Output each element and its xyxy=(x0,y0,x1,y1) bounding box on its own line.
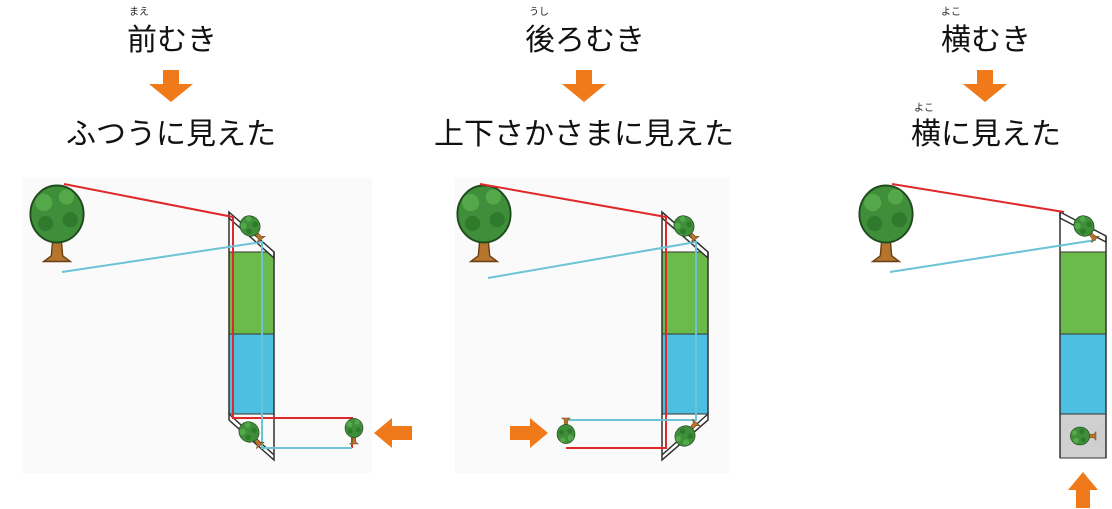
heading-side: 横むき xyxy=(941,23,1031,58)
heading-front: 前むき xyxy=(127,23,217,58)
result-back: 上下さかさまに見えた xyxy=(434,117,734,152)
diagram-front xyxy=(22,178,412,473)
viewer-arrow-right-icon xyxy=(510,418,548,448)
down-arrow-icon xyxy=(562,70,606,102)
heading-ruby-back: うし xyxy=(529,7,549,18)
result-front: ふつうに見えた xyxy=(66,117,276,152)
diagram-side xyxy=(858,183,1107,508)
viewer-arrow-up-icon xyxy=(1068,472,1098,508)
diagram-back xyxy=(455,178,730,473)
result-ruby-side: よこ xyxy=(914,103,934,114)
down-arrow-icon xyxy=(149,70,193,102)
tree-object-icon xyxy=(858,184,914,263)
heading-ruby-side: よこ xyxy=(941,7,961,18)
heading-back: 後ろむき xyxy=(525,23,645,58)
down-arrow-icon xyxy=(963,70,1007,102)
result-side: 横に見えた xyxy=(911,117,1061,152)
heading-ruby-front: まえ xyxy=(129,7,149,18)
viewer-arrow-left-icon xyxy=(374,418,412,448)
